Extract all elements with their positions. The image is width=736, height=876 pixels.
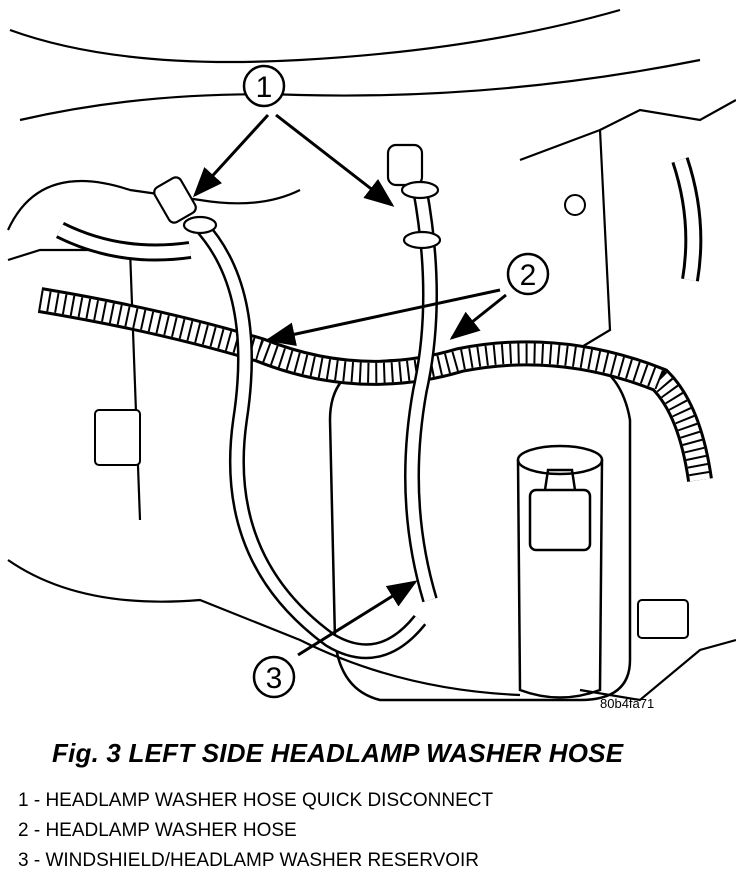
callout-arrows	[192, 113, 507, 657]
headlamp-washer-hose-right	[404, 188, 438, 603]
wiring-harness	[37, 157, 713, 482]
callout-2-number: 2	[520, 259, 537, 292]
figure-code: 80b4fa71	[600, 696, 655, 711]
line-drawing: 1 2 3	[6, 8, 736, 702]
legend-item: 2 - HEADLAMP WASHER HOSE	[18, 820, 297, 841]
callout-2: 2	[506, 252, 550, 296]
electrical-connector	[94, 194, 689, 639]
quick-disconnect-fitting-right	[386, 143, 442, 250]
quick-disconnect-fitting-left	[153, 176, 218, 235]
vehicle-body-outline	[6, 8, 736, 702]
callout-3-number: 3	[266, 662, 283, 695]
headlamp-washer-hose-left	[194, 219, 427, 660]
legend-item: 3 - WINDSHIELD/HEADLAMP WASHER RESERVOIR	[18, 850, 480, 871]
legend-list: 1 - HEADLAMP WASHER HOSE QUICK DISCONNEC…	[18, 786, 493, 876]
figure-caption: Fig. 3 LEFT SIDE HEADLAMP WASHER HOSE	[52, 738, 624, 768]
legend-item: 1 - HEADLAMP WASHER HOSE QUICK DISCONNEC…	[18, 790, 494, 811]
callout-1-number: 1	[256, 71, 273, 104]
callout-3: 3	[252, 655, 296, 699]
callout-1: 1	[242, 64, 286, 108]
